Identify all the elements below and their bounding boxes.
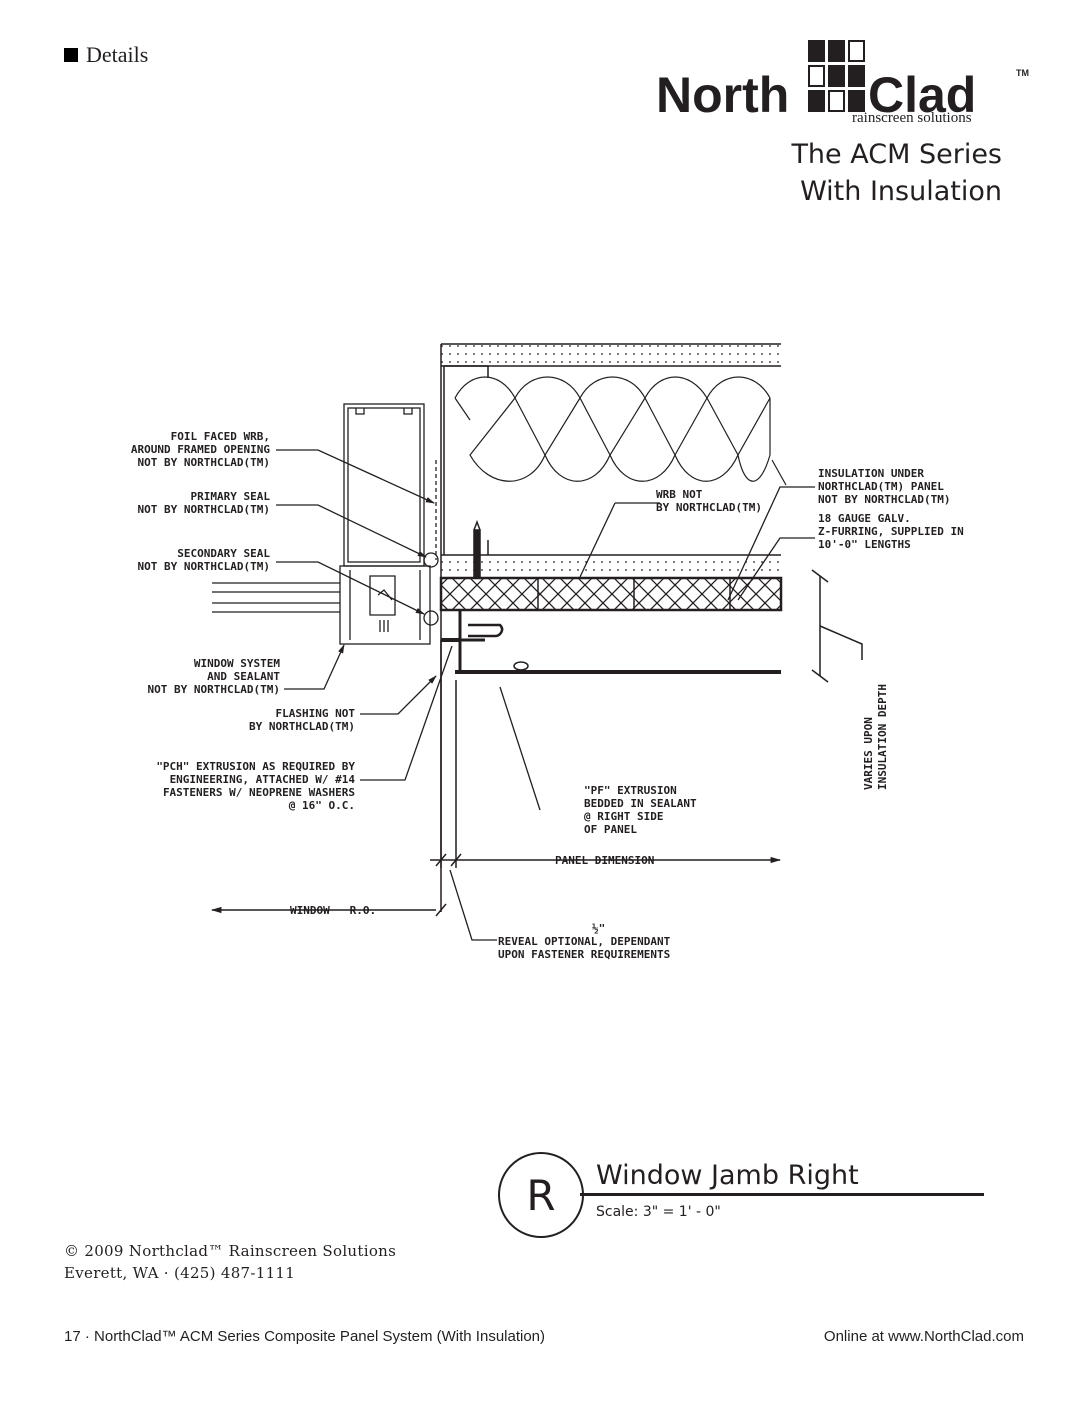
svg-text:WRB NOT: WRB NOT bbox=[656, 488, 703, 501]
square-bullet-icon bbox=[64, 48, 78, 62]
callout-z-furring: 18 GAUGE GALV. Z-FURRING, SUPPLIED IN 10… bbox=[818, 512, 964, 551]
svg-text:NORTHCLAD(TM) PANEL: NORTHCLAD(TM) PANEL bbox=[818, 480, 944, 493]
detail-title: Window Jamb Right bbox=[596, 1160, 859, 1191]
svg-text:UPON FASTENER REQUIREMENTS: UPON FASTENER REQUIREMENTS bbox=[498, 948, 670, 961]
svg-text:BY NORTHCLAD(TM): BY NORTHCLAD(TM) bbox=[249, 720, 355, 733]
svg-text:WINDOW SYSTEM: WINDOW SYSTEM bbox=[194, 657, 280, 670]
logo-trademark: TM bbox=[1016, 68, 1029, 78]
logo-tagline: rainscreen solutions bbox=[852, 110, 972, 126]
detail-letter-circle: R bbox=[498, 1152, 584, 1238]
fastener-screw bbox=[473, 519, 481, 579]
svg-text:NOT BY NORTHCLAD(TM): NOT BY NORTHCLAD(TM) bbox=[138, 456, 270, 469]
title-rule bbox=[580, 1193, 984, 1196]
svg-text:OF PANEL: OF PANEL bbox=[584, 823, 637, 836]
svg-text:"PCH" EXTRUSION AS REQUIRED BY: "PCH" EXTRUSION AS REQUIRED BY bbox=[156, 760, 355, 773]
panel-dimension-line bbox=[430, 640, 782, 912]
logo-word-clad: Clad bbox=[868, 67, 977, 123]
leader-lines bbox=[276, 449, 815, 941]
svg-text:SECONDARY SEAL: SECONDARY SEAL bbox=[177, 547, 270, 560]
svg-text:REVEAL OPTIONAL, DEPENDANT: REVEAL OPTIONAL, DEPENDANT bbox=[498, 935, 671, 948]
varies-dimension bbox=[811, 569, 863, 683]
batt-insulation bbox=[454, 376, 787, 486]
callout-flashing: FLASHING NOT BY NORTHCLAD(TM) bbox=[249, 707, 355, 733]
svg-text:NOT BY NORTHCLAD(TM): NOT BY NORTHCLAD(TM) bbox=[138, 503, 270, 516]
exterior-sheathing-bottom bbox=[441, 554, 781, 577]
series-title-line2: With Insulation bbox=[800, 176, 1002, 207]
address-line: Everett, WA · (425) 487-1111 bbox=[64, 1264, 296, 1282]
series-title-line1: The ACM Series bbox=[791, 139, 1002, 170]
detail-letter: R bbox=[526, 1170, 556, 1220]
callout-primary-seal: PRIMARY SEAL NOT BY NORTHCLAD(TM) bbox=[138, 490, 271, 516]
svg-text:@ RIGHT SIDE: @ RIGHT SIDE bbox=[584, 810, 663, 823]
logo-word-north: North bbox=[656, 67, 790, 123]
detail-scale: Scale: 3" = 1' - 0" bbox=[596, 1204, 721, 1220]
callout-varies: VARIES UPON INSULATION DEPTH bbox=[862, 684, 889, 790]
window-ro-label: WINDOW R.O. bbox=[290, 904, 376, 917]
window-ro-dimension-line bbox=[210, 903, 447, 917]
callout-secondary-seal: SECONDARY SEAL NOT BY NORTHCLAD(TM) bbox=[138, 547, 271, 573]
svg-text:10'-0" LENGTHS: 10'-0" LENGTHS bbox=[818, 538, 911, 551]
svg-text:18 GAUGE GALV.: 18 GAUGE GALV. bbox=[818, 512, 911, 525]
svg-text:AND SEALANT: AND SEALANT bbox=[207, 670, 280, 683]
callout-wrb-not: WRB NOT BY NORTHCLAD(TM) bbox=[656, 488, 762, 514]
callout-foil-wrb: FOIL FACED WRB, AROUND FRAMED OPENING NO… bbox=[131, 430, 270, 469]
svg-text:NOT BY NORTHCLAD(TM): NOT BY NORTHCLAD(TM) bbox=[138, 560, 270, 573]
callout-insulation-under: INSULATION UNDER NORTHCLAD(TM) PANEL NOT… bbox=[818, 467, 950, 506]
svg-text:NOT BY NORTHCLAD(TM): NOT BY NORTHCLAD(TM) bbox=[148, 683, 280, 696]
callout-pf-extrusion: "PF" EXTRUSION BEDDED IN SEALANT @ RIGHT… bbox=[584, 784, 697, 836]
svg-text:BEDDED IN SEALANT: BEDDED IN SEALANT bbox=[584, 797, 697, 810]
svg-text:PRIMARY SEAL: PRIMARY SEAL bbox=[191, 490, 271, 503]
svg-text:FASTENERS W/ NEOPRENE WASHERS: FASTENERS W/ NEOPRENE WASHERS bbox=[163, 786, 355, 799]
series-title: The ACM Series With Insulation bbox=[791, 136, 1002, 210]
detail-title-block: R Window Jamb Right Scale: 3" = 1' - 0" bbox=[498, 1152, 988, 1242]
exterior-sheathing-top bbox=[441, 343, 781, 367]
svg-text:ENGINEERING, ATTACHED W/ #14: ENGINEERING, ATTACHED W/ #14 bbox=[170, 773, 356, 786]
svg-text:NOT BY NORTHCLAD(TM): NOT BY NORTHCLAD(TM) bbox=[818, 493, 950, 506]
svg-text:VARIES UPON: VARIES UPON bbox=[862, 717, 875, 790]
svg-text:INSULATION UNDER: INSULATION UNDER bbox=[818, 467, 924, 480]
callout-window-system: WINDOW SYSTEM AND SEALANT NOT BY NORTHCL… bbox=[148, 657, 281, 696]
svg-text:BY NORTHCLAD(TM): BY NORTHCLAD(TM) bbox=[656, 501, 762, 514]
svg-text:@ 16" O.C.: @ 16" O.C. bbox=[289, 799, 355, 812]
callout-pch-extrusion: "PCH" EXTRUSION AS REQUIRED BY ENGINEERI… bbox=[156, 760, 355, 812]
footer-website: Online at www.NorthClad.com bbox=[823, 1328, 1024, 1345]
rigid-insulation bbox=[439, 576, 783, 612]
callout-reveal: ½" REVEAL OPTIONAL, DEPENDANT UPON FASTE… bbox=[498, 922, 671, 961]
northclad-logo: North Clad TM rainscreen solutions bbox=[656, 40, 1029, 130]
svg-text:AROUND FRAMED OPENING: AROUND FRAMED OPENING bbox=[131, 443, 270, 456]
panel-dimension-label: PANEL DIMENSION bbox=[555, 854, 654, 867]
svg-text:½": ½" bbox=[592, 922, 605, 935]
logo-grid-icon bbox=[808, 40, 868, 116]
svg-text:FOIL FACED WRB,: FOIL FACED WRB, bbox=[171, 430, 270, 443]
section-label-text: Details bbox=[86, 42, 149, 67]
window-jamb-detail-drawing: FOIL FACED WRB, AROUND FRAMED OPENING NO… bbox=[131, 343, 964, 961]
acm-panel bbox=[441, 610, 781, 674]
svg-text:FLASHING NOT: FLASHING NOT bbox=[276, 707, 356, 720]
copyright-line: © 2009 Northclad™ Rainscreen Solutions bbox=[64, 1242, 397, 1260]
window-frame bbox=[212, 403, 439, 645]
svg-text:INSULATION DEPTH: INSULATION DEPTH bbox=[876, 684, 889, 790]
svg-text:Z-FURRING, SUPPLIED IN: Z-FURRING, SUPPLIED IN bbox=[818, 525, 964, 538]
svg-text:"PF" EXTRUSION: "PF" EXTRUSION bbox=[584, 784, 677, 797]
section-label: Details bbox=[64, 42, 148, 68]
copyright-block: © 2009 Northclad™ Rainscreen Solutions E… bbox=[64, 1240, 396, 1284]
footer-page-info: 17 · NorthClad™ ACM Series Composite Pan… bbox=[64, 1328, 546, 1345]
